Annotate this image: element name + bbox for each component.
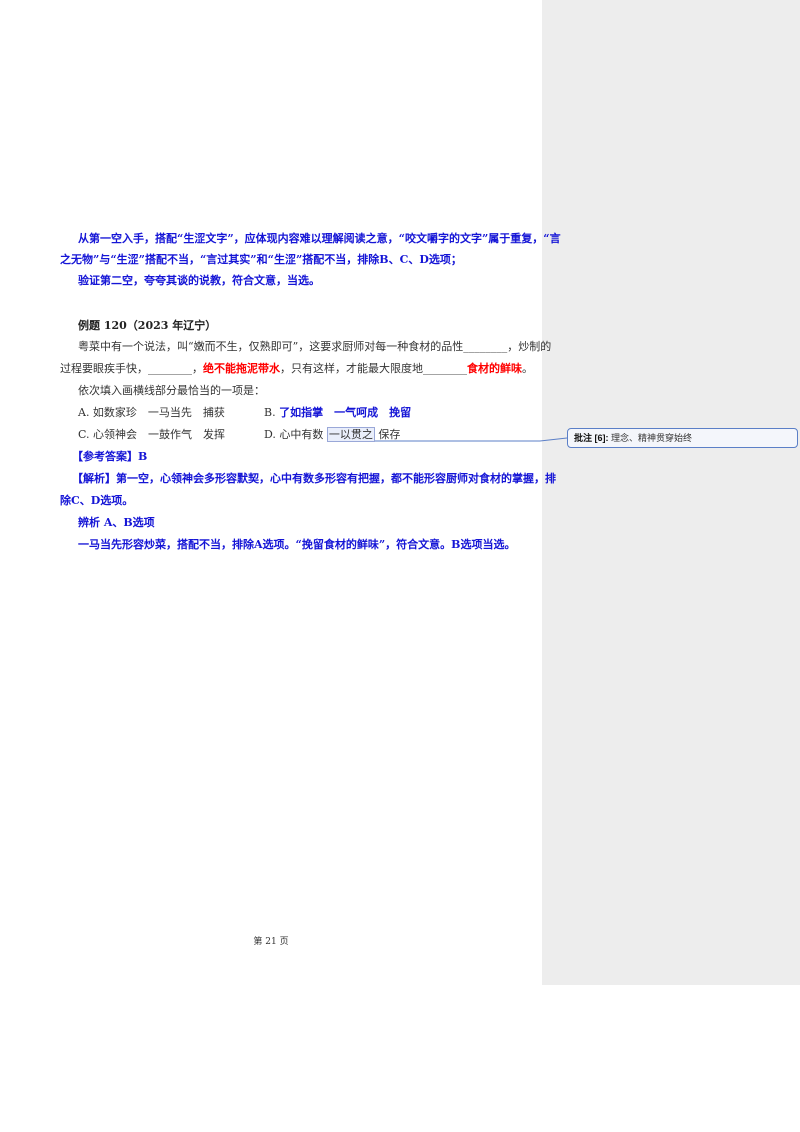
stem-text: ，只有这样，才能最大限度地________: [280, 362, 467, 375]
comment-text: 理念、精神贯穿始终: [611, 433, 693, 443]
option-c: C. 心领神会 一鼓作气 发挥: [78, 428, 226, 441]
question-stem-line: 粤菜中有一个说法，叫“嫩而不生，仅熟即可”，这要求厨师对每一种食材的品性____…: [78, 340, 552, 353]
analysis-line: 辨析 A、B选项: [78, 516, 155, 529]
analysis-paragraph-line: 从第一空入手，搭配“生涩文字”，应体现内容难以理解阅读之意，“咬文嚼字的文字”属…: [78, 232, 561, 245]
comment-balloon[interactable]: 批注 [6]: 理念、精神贯穿始终: [567, 428, 798, 448]
option-d-text: D. 心中有数: [264, 428, 324, 441]
option-b: B. 了如指掌 一气呵成 挽留: [264, 406, 411, 420]
analysis-line: 一马当先形容炒菜，搭配不当，排除A选项。“挽留食材的鲜味”，符合文意。B选项当选…: [78, 538, 516, 551]
analysis-line: 除C、D选项。: [60, 494, 134, 507]
option-d: D. 心中有数 一以贯之 保存: [264, 427, 401, 442]
option-d-text: 保存: [378, 428, 401, 441]
reference-answer: 【参考答案】B: [72, 450, 148, 463]
stem-text: 。: [522, 362, 533, 375]
analysis-line: 【解析】第一空，心领神会多形容默契，心中有数多形容有把握，都不能形容厨师对食材的…: [72, 472, 556, 485]
option-b-words: 了如指掌 一气呵成 挽留: [279, 406, 412, 419]
analysis-paragraph-line: 之无物”与“生涩”搭配不当，“言过其实”和“生涩”搭配不当，排除B、C、D选项；: [60, 253, 462, 266]
example-title: 例题 120（2023 年辽宁）: [78, 319, 217, 332]
question-instruction: 依次填入画横线部分最恰当的一项是：: [78, 384, 265, 397]
page-number: 第 21 页: [253, 937, 289, 947]
document-page: [0, 0, 542, 1132]
comment-margin-pane: [542, 0, 800, 985]
emphasis-text: 绝不能拖泥带水: [203, 362, 280, 375]
comment-label: 批注 [6]:: [574, 433, 609, 443]
commented-text-highlight[interactable]: 一以贯之: [326, 427, 375, 442]
emphasis-text: 食材的鲜味: [467, 362, 522, 375]
question-stem-line: 过程要眼疾手快，________，绝不能拖泥带水，只有这样，才能最大限度地___…: [60, 362, 533, 376]
option-letter: B.: [264, 406, 276, 419]
stem-text: 过程要眼疾手快，________，: [60, 362, 203, 375]
analysis-paragraph-line: 验证第二空，夸夸其谈的说教，符合文意，当选。: [78, 274, 320, 287]
option-a: A. 如数家珍 一马当先 捕获: [78, 406, 225, 419]
